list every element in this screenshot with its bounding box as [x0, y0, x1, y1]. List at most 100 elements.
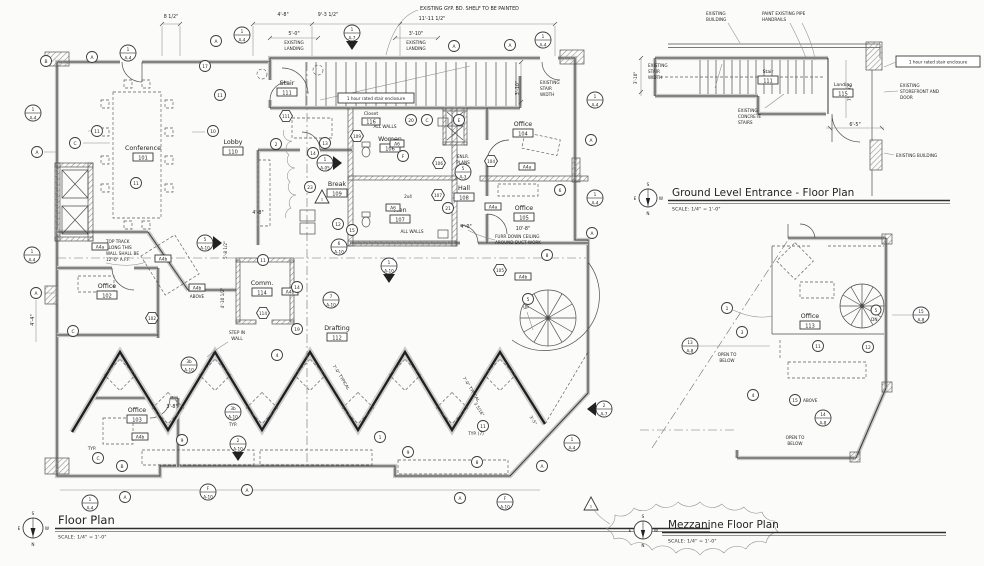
svg-text:A4b: A4b	[136, 435, 145, 441]
svg-text:1: 1	[590, 504, 593, 509]
note-enclosure: 1 hour rated stair enclosure	[347, 96, 406, 101]
svg-text:A6: A6	[390, 206, 396, 212]
svg-text:A: A	[245, 488, 248, 494]
room-name: Hall	[458, 185, 470, 192]
note-enlr: ENLR.	[457, 154, 469, 159]
svg-text:110: 110	[228, 150, 238, 156]
svg-text:TYP.: TYP.	[228, 422, 237, 427]
svg-text:2: 2	[275, 142, 278, 148]
svg-text:A: A	[123, 495, 126, 501]
svg-text:105: 105	[496, 268, 504, 273]
room-name: Lobby	[224, 139, 243, 146]
svg-text:ABOVE: ABOVE	[803, 398, 818, 403]
door-gap	[540, 54, 558, 62]
room-name: Break	[328, 181, 347, 188]
svg-text:A-7: A-7	[349, 36, 356, 41]
door-gap	[120, 57, 142, 66]
compass-w: W	[45, 526, 49, 531]
workstations	[103, 358, 517, 425]
svg-text:5: 5	[875, 308, 878, 313]
dim: 8 1/2"	[164, 14, 179, 20]
svg-text:A-10: A-10	[228, 415, 238, 420]
note-furr: FURR DOWN CEILING	[495, 234, 540, 239]
svg-text:15: 15	[792, 398, 798, 404]
note-open-below: OPEN TO	[718, 352, 737, 357]
svg-text:W: W	[654, 528, 658, 533]
room-name: Office	[515, 205, 534, 212]
room-name: Office	[128, 407, 147, 414]
svg-text:8: 8	[476, 460, 479, 466]
dim: 3'-8"	[166, 404, 177, 410]
svg-text:LANDING: LANDING	[284, 46, 303, 51]
svg-text:101: 101	[138, 156, 148, 162]
svg-text:E: E	[634, 196, 637, 201]
sheet-scale: SCALE: 1/4" = 1'-0"	[672, 207, 721, 213]
note-storefront: EXISTING	[900, 83, 920, 88]
note-gyp-shelf: EXISTING GYP. BD. SHELF TO BE PAINTED	[420, 6, 519, 12]
svg-text:11: 11	[260, 258, 266, 264]
svg-text:S: S	[642, 514, 645, 519]
svg-text:12: 12	[335, 222, 341, 228]
svg-text:23: 23	[307, 185, 313, 191]
svg-text:1: 1	[388, 260, 391, 265]
svg-text:F: F	[207, 486, 210, 491]
dim: 9'-3 1/2"	[318, 12, 339, 18]
svg-text:LANDING: LANDING	[406, 46, 425, 51]
svg-text:E: E	[629, 528, 632, 533]
spiral-stair	[511, 261, 600, 351]
note-all-walls: ALL WALLS	[374, 124, 397, 129]
svg-text:HANDRAILS: HANDRAILS	[762, 17, 787, 22]
svg-text:AROUND DUCT WORK: AROUND DUCT WORK	[495, 240, 541, 245]
svg-text:13: 13	[322, 141, 328, 147]
svg-text:17: 17	[202, 64, 208, 70]
zigzag-wall	[71, 349, 546, 433]
svg-text:A-8: A-8	[687, 349, 694, 354]
svg-text:7: 7	[330, 294, 333, 299]
svg-text:1: 1	[324, 157, 327, 162]
room-name: Landing	[834, 82, 852, 88]
svg-text:1: 1	[241, 29, 244, 34]
svg-text:14: 14	[310, 151, 316, 157]
svg-text:11: 11	[815, 344, 821, 350]
room-name: Closet	[364, 111, 379, 117]
mezz-keynotes: 1 3 4 15 ABOVE 11 12 13A-8 15A-8 14A-8	[681, 302, 930, 427]
svg-text:109: 109	[353, 134, 361, 139]
dim: 3 5/16"	[473, 401, 485, 417]
dim: 5'-8 1/2"	[223, 241, 228, 259]
room-name: Office	[98, 283, 117, 290]
note-all-walls: ALL WALLS	[401, 229, 424, 234]
svg-text:106: 106	[385, 147, 395, 153]
dim: 3'-10"	[409, 31, 423, 37]
ground-level-plan: 3'-10" 7'-2 1/2" 6'-5" Stair 111 Landing…	[633, 11, 981, 196]
wall-tags: A4a A4a A4a A4b A4b A4b A4b A4b ABOVE A6…	[91, 139, 536, 441]
svg-text:19: 19	[294, 327, 300, 333]
svg-text:A-10: A-10	[200, 246, 210, 251]
note-paint-handrails: PAINT EXISTING PIPE	[762, 11, 806, 16]
svg-text:A-4: A-4	[540, 43, 547, 48]
svg-text:1: 1	[594, 94, 597, 99]
main-title: S N E W Floor Plan SCALE: 1/4" = 1'-0"	[18, 511, 710, 547]
svg-text:102: 102	[102, 294, 112, 300]
detail-callouts: 1A-4 1A-4 1A-4 1A-4 1A-4 1A-4 1A-4 1A-4 …	[23, 26, 604, 512]
room-name: Conference	[125, 145, 161, 152]
conference-furniture	[100, 79, 174, 230]
sheet-scale: SCALE: 1/4" = 1'-0"	[668, 539, 717, 545]
svg-text:C: C	[71, 329, 74, 335]
svg-text:1: 1	[351, 27, 354, 32]
svg-text:A-8: A-8	[820, 421, 827, 426]
svg-text:1: 1	[542, 34, 545, 39]
svg-text:111: 111	[282, 91, 292, 97]
dim: 4'-0"	[460, 224, 471, 230]
svg-text:C: C	[96, 456, 99, 462]
svg-text:15: 15	[918, 309, 924, 314]
up-label: UP	[523, 305, 529, 310]
svg-text:F: F	[402, 154, 405, 160]
svg-text:A: A	[458, 496, 461, 502]
svg-text:111: 111	[282, 114, 290, 119]
svg-text:108: 108	[459, 196, 469, 202]
note-stair-width: EXISTING	[540, 80, 560, 85]
svg-text:CONCRETE: CONCRETE	[738, 114, 761, 119]
svg-text:A4a: A4a	[489, 205, 498, 211]
